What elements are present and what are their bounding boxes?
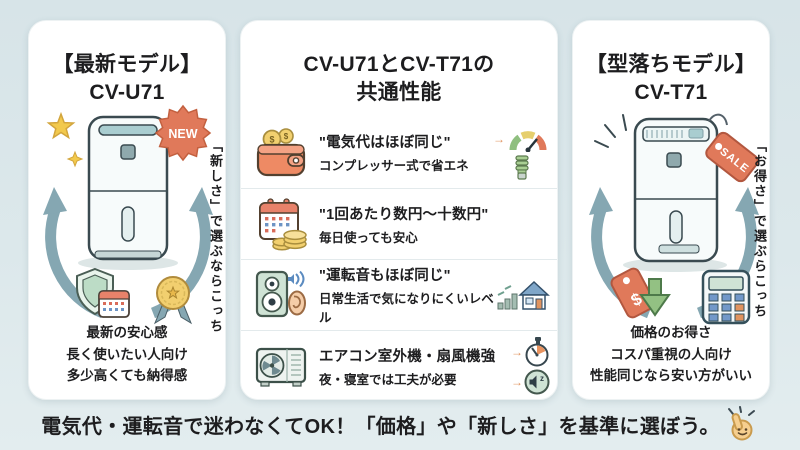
small-arrow-icon: → [511, 345, 523, 359]
new-badge-label: NEW [168, 127, 197, 141]
dehumidifier-illustration [623, 117, 727, 272]
row-electricity-title: "電気代はほぼ同じ" [319, 135, 451, 151]
row-strong-side-icons: → → [511, 337, 550, 395]
shared-performance-rows: $ $ "電気代はほぼ同じ" コンプレッサー式で省エネ → [241, 117, 557, 399]
latest-point-3: 多少高くても納得感 [66, 368, 188, 384]
latest-model-illustration: NEW [33, 95, 223, 327]
row-strong-subtitle: 夜・寝室では工夫が必要 [319, 372, 457, 387]
row-operating-noise: "運転音もほぼ同じ" 日常生活で気になりにくいレベル [241, 259, 557, 330]
calendar-coins-icon [253, 197, 311, 251]
svg-text:z: z [540, 374, 544, 383]
row-electricity-cost: $ $ "電気代はほぼ同じ" コンプレッサー式で省エネ → [241, 117, 557, 188]
row-noise-subtitle: 日常生活で気になりにくいレベル [319, 292, 494, 325]
row-cost-title: "1回あたり数円～十数円" [319, 206, 489, 223]
latest-model-points: 最新の安心感 長く使いたい人向け 多少高くても納得感 [29, 322, 225, 387]
row-noise-text: "運転音もほぼ同じ" 日常生活で気になりにくいレベル [311, 264, 549, 326]
shared-performance-title: CV-U71とCV-T71の 共通性能 [241, 38, 557, 106]
latest-model-title-line1: 【最新モデル】 [52, 53, 202, 77]
new-badge: NEW [154, 104, 212, 162]
gauge-icon [509, 130, 547, 152]
bars-house-icon [497, 280, 550, 310]
row-electricity-subtitle: コンプレッサー式で省エネ [319, 159, 469, 173]
older-model-title: 【型落ちモデル】 CV-T71 [573, 38, 769, 106]
latest-model-title: 【最新モデル】 CV-U71 [29, 38, 225, 106]
footer-banner: 電気代・運転音で迷わなくてOK！「価格」や「新しさ」を基準に選ぼう。 [0, 402, 800, 446]
small-arrow-icon: → [511, 375, 523, 389]
speaker-ear-icon [253, 269, 311, 321]
sound-waves-icon [288, 270, 305, 288]
dehumidifier-new-illustration: NEW [43, 104, 213, 325]
choose-by-newness-arrow-label: 「新しさ」で選ぶならこっち [208, 139, 223, 334]
shared-title-line1: CV-U71とCV-T71の [303, 53, 495, 77]
shield-calendar-icon [76, 267, 130, 318]
ear-icon [288, 290, 306, 316]
older-model-panel: 【型落ちモデル】 CV-T71 [572, 20, 770, 400]
older-point-2: コスパ重視の人向け [610, 346, 732, 362]
price-drop-tag-icon: $ [610, 267, 671, 319]
row-cost-text: "1回あたり数円～十数円" 毎日使っても安心 [311, 203, 549, 246]
row-electricity-text: "電気代はほぼ同じ" コンプレッサー式で省エネ [311, 131, 549, 174]
latest-model-title-line2: CV-U71 [89, 81, 165, 105]
row-strong-text: エアコン室外機・扇風機強 夜・寝室では工夫が必要 [311, 345, 549, 388]
wallet-coins-icon: $ $ [253, 127, 311, 178]
dehumidifier-sale-illustration: SALE $ [589, 113, 759, 325]
svg-text:$: $ [284, 132, 289, 141]
row-electricity-side-icons: → [493, 126, 550, 180]
footer-text: 電気代・運転音で迷わなくてOK！「価格」や「新しさ」を基準に選ぼう。 [41, 415, 720, 438]
medal-icon [153, 276, 193, 325]
latest-point-1: 最新の安心感 [86, 325, 168, 341]
coin-stack-icon [272, 229, 307, 251]
latest-model-panel: 【最新モデル】 CV-U71 [28, 20, 226, 400]
older-model-illustration: SALE $ [577, 95, 767, 327]
shared-title-line2: 共通性能 [356, 81, 442, 105]
row-cost-per-use: "1回あたり数円～十数円" 毎日使っても安心 [241, 188, 557, 259]
shared-performance-panel: CV-U71とCV-T71の 共通性能 $ $ [240, 20, 558, 400]
older-model-title-line1: 【型落ちモデル】 [585, 53, 757, 77]
sale-tag: SALE [705, 113, 759, 183]
calculator-icon [701, 269, 751, 325]
star-icon [46, 111, 84, 168]
row-noise-title: "運転音もほぼ同じ" [319, 268, 451, 284]
row-strong-title: エアコン室外機・扇風機強 [319, 348, 496, 365]
row-cost-subtitle: 毎日使っても安心 [319, 230, 418, 245]
row-noise-side-icons [496, 279, 550, 311]
older-point-3: 性能同じなら安い方がいい [590, 368, 752, 384]
dehumidifier-illustration [78, 115, 178, 270]
cfl-bulb-icon [514, 154, 529, 180]
pointing-hand-icon [727, 406, 755, 441]
svg-text:$: $ [269, 134, 274, 144]
older-model-title-line2: CV-T71 [634, 81, 708, 105]
aircon-outdoor-unit-icon [253, 343, 311, 389]
small-arrow-icon: → [493, 131, 505, 146]
latest-point-2: 長く使いたい人向け [66, 346, 188, 362]
older-model-points: 価格のお得さ コスパ重視の人向け 性能同じなら安い方がいい [573, 322, 769, 387]
older-point-1: 価格のお得さ [630, 325, 712, 341]
choose-by-value-arrow-label: 「お得さ」で選ぶらこっち [752, 139, 767, 319]
row-strong-mode: エアコン室外機・扇風機強 夜・寝室では工夫が必要 → [241, 330, 557, 401]
stopwatch-icon [525, 337, 549, 367]
sleep-mute-speaker-icon: z [524, 369, 550, 395]
sparkle-lines-icon [594, 114, 627, 148]
